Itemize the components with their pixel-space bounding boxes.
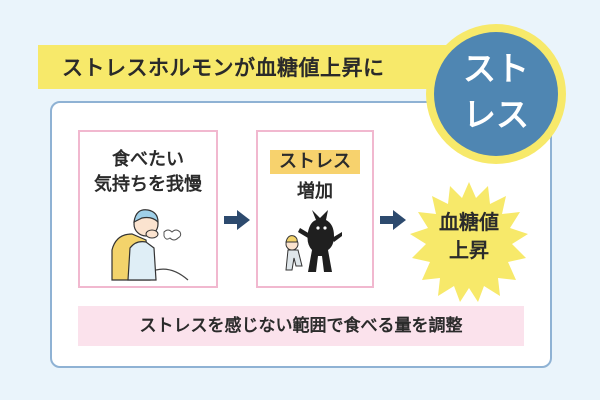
headline-text: ストレスホルモンが血糖値上昇に [62, 56, 385, 80]
stress-badge-text: スト レス [434, 46, 558, 138]
result-text: 血糖値 上昇 [420, 208, 518, 264]
arrow-right-icon [380, 210, 406, 230]
step1-panel [78, 130, 218, 288]
person-holding-back-illustration [111, 209, 189, 281]
stress-badge-line1: スト [463, 49, 529, 88]
stress-badge-circle [434, 32, 558, 156]
stress-monster-illustration [285, 210, 342, 272]
stress-tag [270, 150, 360, 174]
step2-label: 増加 [297, 181, 333, 202]
stress-tag-text: ストレス [279, 151, 351, 172]
stress-badge-line2: レス [463, 95, 529, 134]
result-line2: 上昇 [449, 238, 489, 262]
step1-line2: 気持ちを我慢 [94, 174, 202, 195]
advice-text: ストレスを感じない範囲で食べる量を調整 [139, 316, 463, 336]
step1-line1: 食べたい [112, 149, 184, 170]
step1-text: 食べたい 気持ちを我慢 [80, 147, 216, 197]
advice-bar [78, 306, 524, 346]
arrow-right-icon [224, 210, 250, 230]
result-line1: 血糖値 [439, 210, 499, 234]
starburst-icon [410, 182, 528, 302]
